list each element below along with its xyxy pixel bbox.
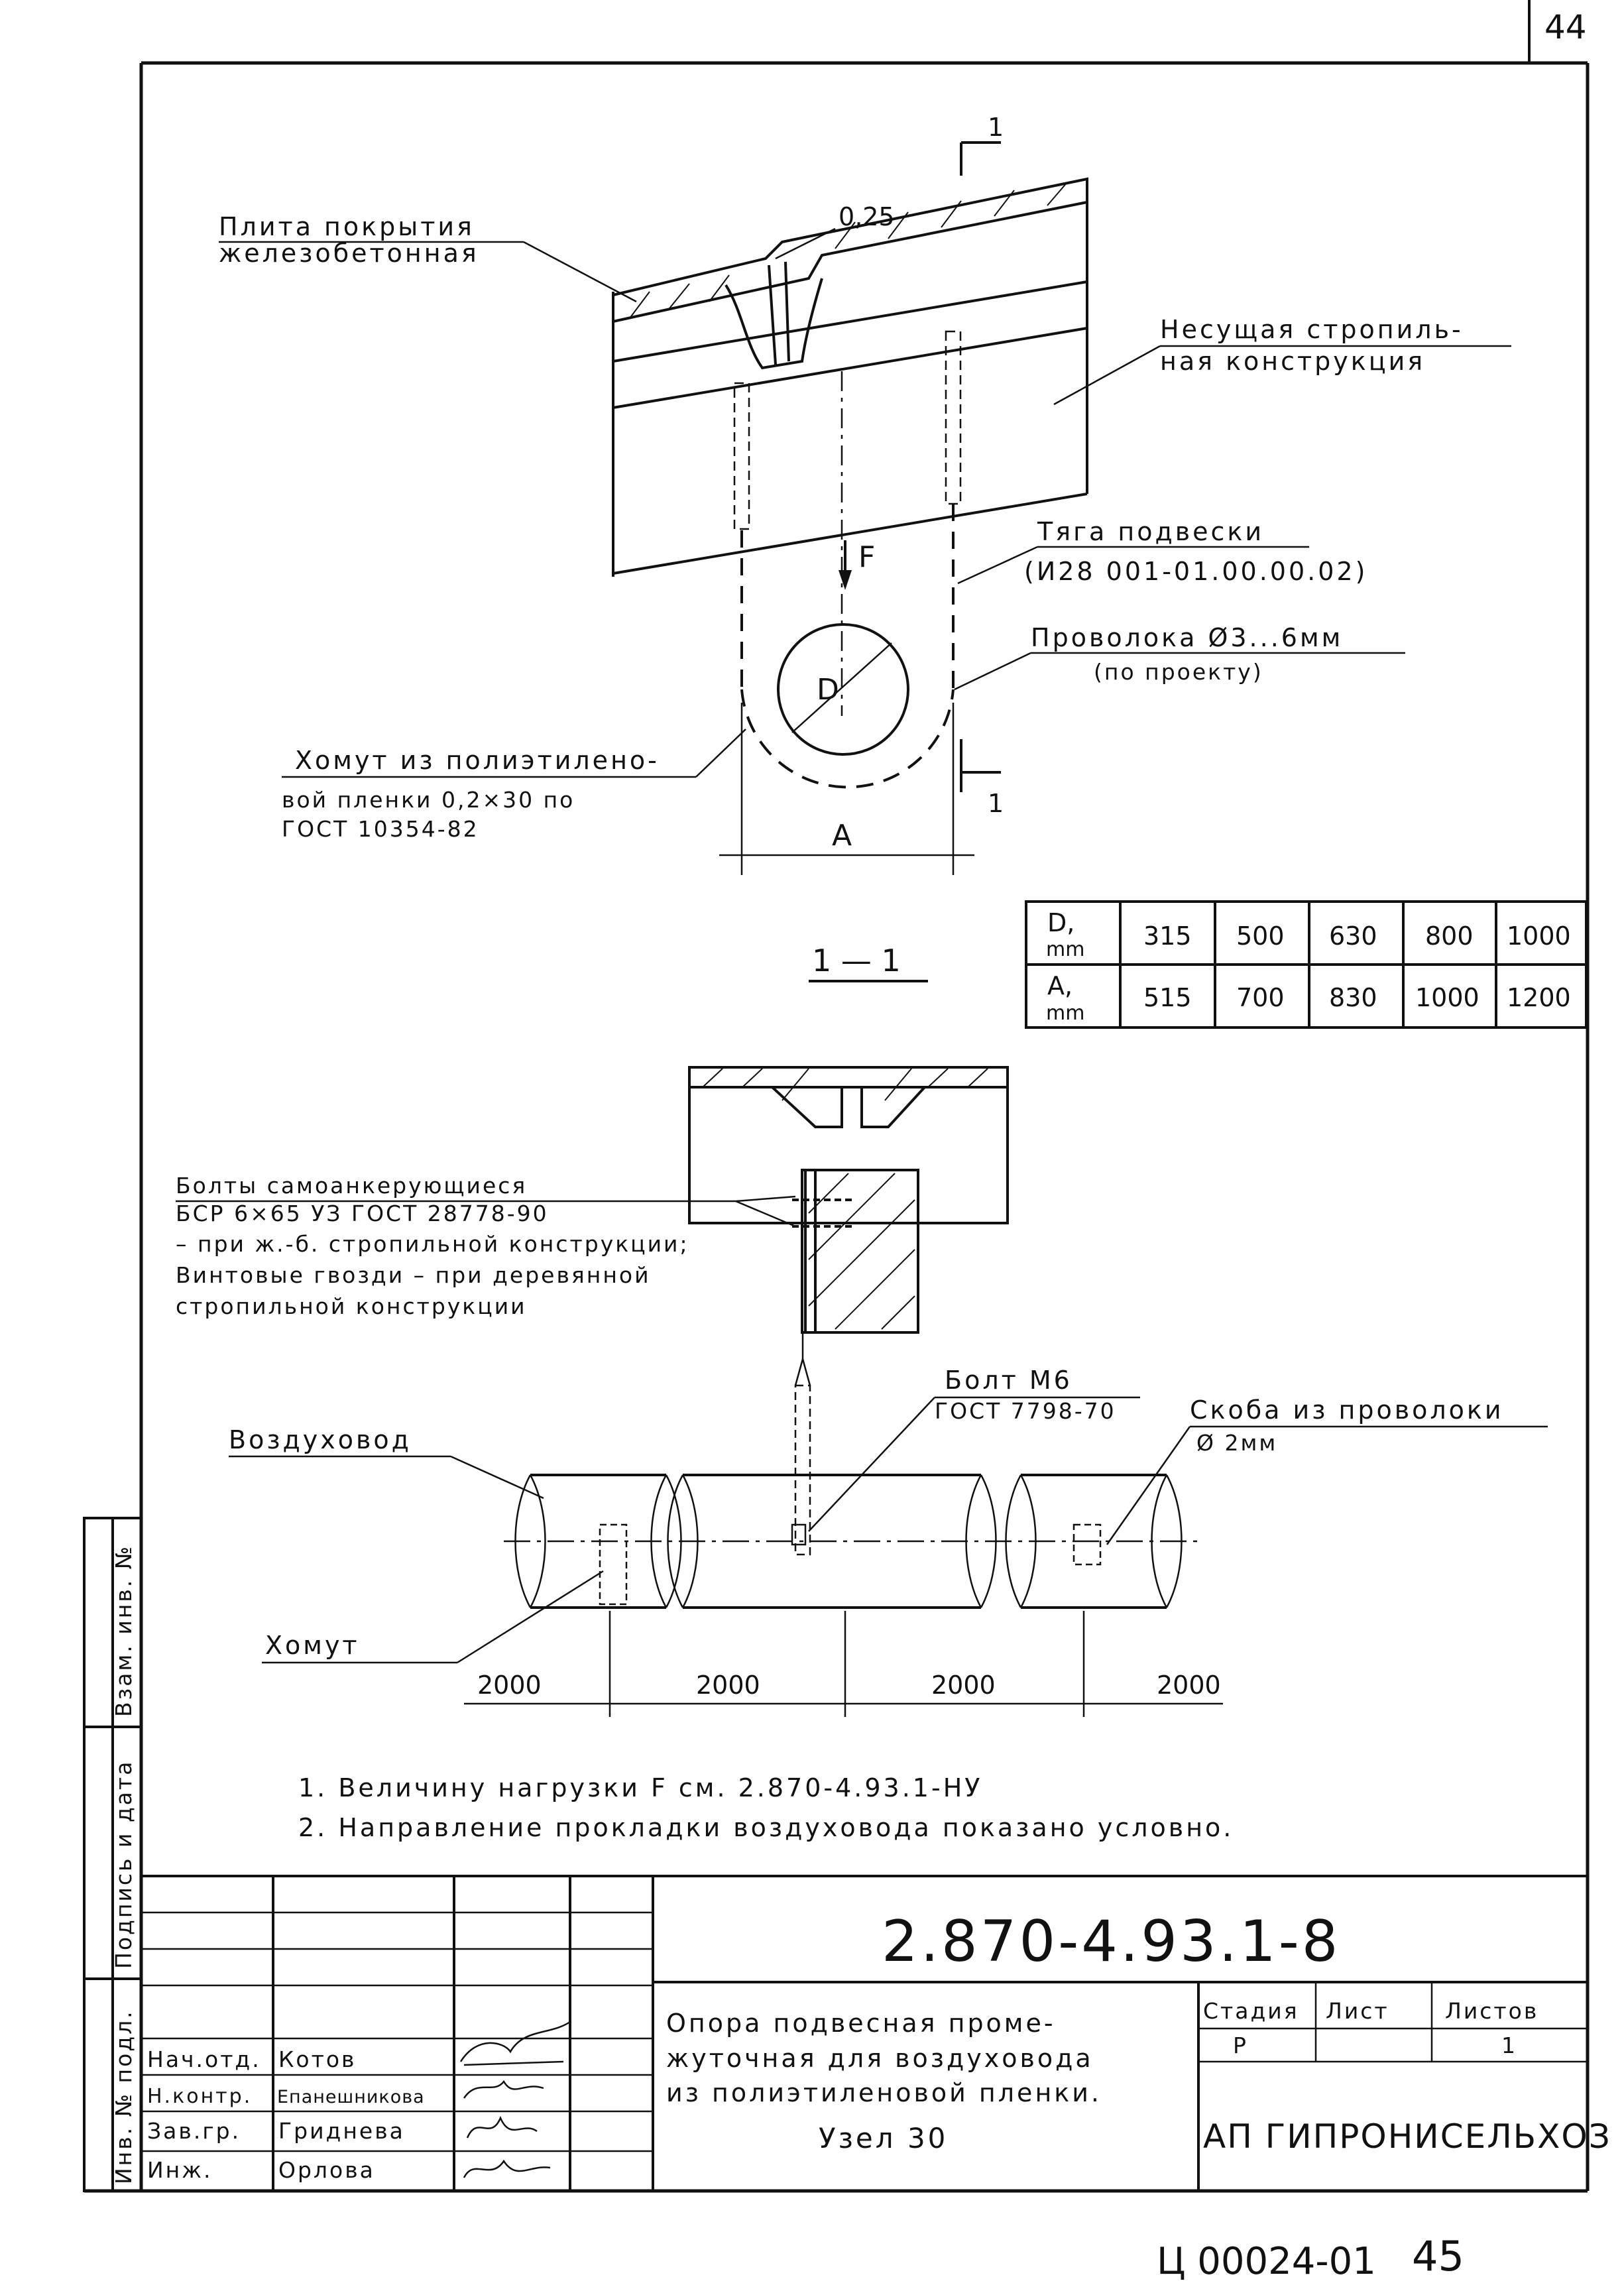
side-stamp-field-3: Взам. инв. №	[111, 1545, 137, 1717]
duct-label: Воздуховод	[229, 1425, 412, 1454]
title-line-4: Узел 30	[819, 2122, 948, 2154]
note-1: 1. Величину нагрузки F см. 2.870-4.93.1-…	[298, 1773, 982, 1802]
bottom-code: Ц 00024-01	[1157, 2240, 1376, 2283]
diameter-label: D	[817, 673, 839, 707]
spacing-1: 2000	[477, 1671, 542, 1700]
table-cell: 315	[1143, 921, 1192, 951]
section-marker-top	[960, 141, 1001, 176]
spacing-2: 2000	[696, 1671, 760, 1700]
clamp-label-line-2: вой пленки 0,2×30 по	[282, 787, 575, 813]
document-designation: 2.870-4.93.1-8	[882, 1909, 1341, 1975]
rod-label-line-1: Тяга подвески	[1037, 517, 1264, 546]
truss-label-line-2: ная конструкция	[1160, 347, 1425, 376]
table-cell: 1000	[1507, 921, 1571, 951]
title-line-1: Опора подвесная проме-	[666, 2009, 1056, 2038]
staff-name: Котов	[278, 2046, 356, 2072]
title-line-3: из полиэтиленовой пленки.	[666, 2078, 1102, 2107]
slab-assembly	[612, 177, 1088, 577]
clamp-label: Хомут	[265, 1631, 360, 1660]
side-stamp-field-2: Подпись и дата	[111, 1760, 137, 1969]
section-slab	[688, 1066, 1009, 1556]
force-label: F	[858, 540, 875, 574]
table-row-1-head-1: D,	[1047, 908, 1074, 937]
sheet-header: Лист	[1326, 1998, 1389, 2024]
table-cell: 1000	[1415, 983, 1479, 1012]
duct-sections	[504, 1474, 1200, 1609]
organization-name: АП ГИПРОНИСЕЛЬХОЗ	[1203, 2117, 1611, 2156]
bolts-label-line-5: стропильной конструкции	[176, 1293, 527, 1319]
truss-label-line-1: Несущая стропиль-	[1160, 315, 1464, 344]
table-cell: 630	[1329, 921, 1377, 951]
table-cell: 830	[1329, 983, 1377, 1012]
spacing-3: 2000	[931, 1671, 996, 1700]
table-cell: 800	[1425, 921, 1474, 951]
bolts-label-line-2: БСР 6×65 УЗ ГОСТ 28778-90	[176, 1201, 549, 1226]
side-stamp	[83, 1517, 143, 2192]
bolt-m6-standard: ГОСТ 7798-70	[935, 1398, 1116, 1424]
section-mark-top: 1	[988, 113, 1004, 142]
bolt-m6-label: Болт М6	[945, 1366, 1073, 1395]
table-row-2-head-1: A,	[1047, 971, 1073, 1000]
note-2: 2. Направление прокладки воздуховода пок…	[298, 1813, 1234, 1842]
stage-header: Стадия	[1203, 1998, 1299, 2024]
section-marker-bottom	[960, 739, 1001, 792]
table-cell: 500	[1236, 921, 1285, 951]
staff-role: Зав.гр.	[147, 2118, 241, 2144]
corner-number: 44	[1544, 8, 1587, 46]
table-cell: 1200	[1507, 983, 1571, 1012]
spacing-4: 2000	[1157, 1671, 1221, 1700]
clamp-label-line-3: ГОСТ 10354-82	[282, 816, 479, 842]
signatures	[459, 2021, 571, 2178]
rod-label-line-2: (И28 001-01.00.00.02)	[1024, 557, 1367, 586]
table-cell: 515	[1143, 983, 1192, 1012]
bottom-page-number: 45	[1412, 2232, 1464, 2280]
bolts-label-line-4: Винтовые гвозди – при деревянной	[176, 1262, 651, 1288]
sheets-value: 1	[1501, 2032, 1517, 2058]
table-row-1-head-2: mm	[1046, 938, 1084, 961]
wire-label-line-1: Проволока Ø3...6мм	[1031, 623, 1343, 652]
width-dimension-label: A	[832, 819, 852, 853]
section-mark-bottom: 1	[988, 789, 1004, 818]
staff-role: Нач.отд.	[147, 2046, 261, 2072]
bolts-label-line-1: Болты самоанкерующиеся	[176, 1173, 527, 1199]
slab-label-line-1: Плита покрытия	[219, 212, 475, 241]
slab-label-line-2: железобетонная	[219, 239, 479, 268]
suspension-rods	[719, 330, 974, 875]
bolts-label-line-3: – при ж.-б. стропильной конструкции;	[176, 1231, 689, 1257]
staff-name: Орлова	[278, 2157, 375, 2183]
stage-value: Р	[1233, 2032, 1248, 2058]
bracket-label-line-1: Скоба из проволоки	[1190, 1395, 1504, 1425]
bracket-label-line-2: Ø 2мм	[1196, 1430, 1277, 1456]
size-table	[1025, 900, 1588, 1029]
title-line-2: жуточная для воздуховода	[666, 2044, 1094, 2073]
clamp-label-line-1: Хомут из полиэтилено-	[295, 746, 660, 775]
side-stamp-field-1: Инв. № подл.	[111, 2009, 137, 2184]
staff-name: Епанешникова	[277, 2087, 425, 2107]
wire-label-line-2: (по проекту)	[1094, 659, 1263, 685]
staff-role: Инж.	[147, 2157, 212, 2183]
gap-dimension: 0,25	[839, 202, 895, 231]
table-row-2-head-2: mm	[1046, 1002, 1084, 1025]
section-title: 1 — 1	[812, 943, 901, 978]
title-block	[141, 1875, 1588, 2191]
staff-role: Н.контр.	[147, 2085, 252, 2108]
spacing-dimensions	[464, 1611, 1223, 1717]
table-cell: 700	[1236, 983, 1285, 1012]
sheets-header: Листов	[1445, 1998, 1538, 2024]
staff-name: Гриднева	[278, 2118, 405, 2144]
